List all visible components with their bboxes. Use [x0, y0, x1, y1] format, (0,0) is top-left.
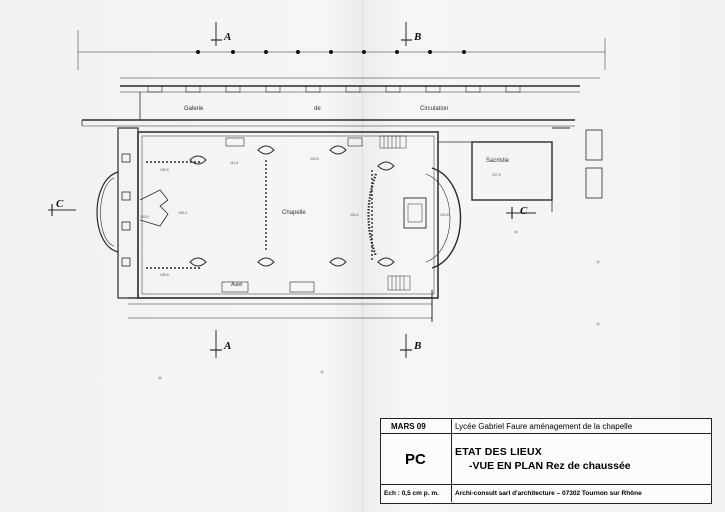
title-block-title-line2: -VUE EN PLAN Rez de chaussée — [469, 460, 631, 472]
title-block: MARS 09 Lycée Gabriel Faure aménagement … — [380, 418, 712, 504]
svg-text:105.4: 105.4 — [178, 211, 187, 215]
room-label-sacristie: Sacristie — [486, 158, 510, 164]
room-label-chapelle: Chapelle — [282, 210, 306, 216]
svg-text:107.5: 107.5 — [492, 173, 501, 177]
title-block-code: PC — [405, 450, 426, 468]
section-mark-c-right: C — [520, 205, 528, 217]
room-label-de: de — [314, 106, 321, 112]
svg-text:105.5: 105.5 — [160, 168, 169, 172]
title-block-scale: Ech : 0,5 cm p. m. — [384, 490, 439, 497]
svg-text:103.8: 103.8 — [440, 213, 449, 217]
svg-text:105.6: 105.6 — [160, 273, 169, 277]
section-mark-b-bottom: B — [414, 340, 422, 352]
room-label-galerie: Galerie — [184, 106, 204, 112]
svg-text:103.0: 103.0 — [140, 215, 149, 219]
svg-text:104.2: 104.2 — [350, 213, 359, 217]
title-block-title-line1: ETAT DES LIEUX — [455, 446, 542, 458]
title-block-firm: Archi-consult sarl d'architecture – 0730… — [455, 490, 642, 497]
section-mark-b-top: B — [414, 31, 422, 43]
title-block-project: Lycée Gabriel Faure aménagement de la ch… — [455, 421, 633, 431]
section-mark-a-bottom: A — [224, 340, 232, 352]
sheet-fold — [362, 0, 363, 512]
svg-text:111.5: 111.5 — [230, 161, 238, 165]
room-label-circulation: Circulation — [420, 106, 449, 112]
section-mark-c-left: C — [56, 198, 64, 210]
title-block-date: MARS 09 — [391, 421, 426, 431]
svg-text:104.5: 104.5 — [310, 157, 319, 161]
section-mark-a-top: A — [224, 31, 232, 43]
room-label-autel: Autel — [231, 282, 243, 288]
